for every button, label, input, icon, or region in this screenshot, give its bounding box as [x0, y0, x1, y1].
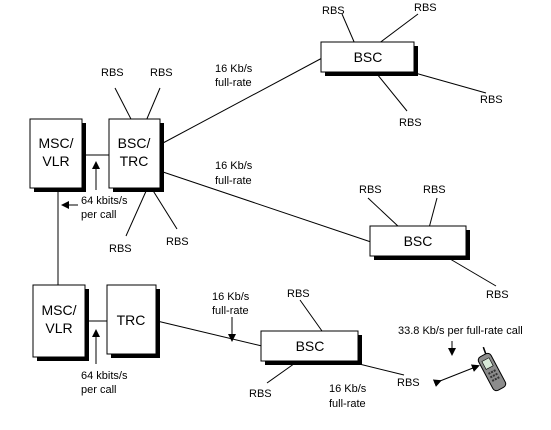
node-label: VLR [45, 320, 72, 336]
rate-label: 16 Kb/s [329, 383, 367, 395]
rbs-label: RBS [150, 67, 173, 79]
rate-label: full-rate [215, 175, 252, 187]
node-label: BSC [404, 233, 433, 249]
rbs-label: RBS [397, 377, 420, 389]
rbs-label: RBS [414, 2, 437, 14]
msc-vlr-bottom-box: MSC/ VLR [32, 284, 89, 361]
rbs-label: RBS [399, 117, 422, 129]
rbs-link [428, 197, 438, 229]
rbs-link [114, 87, 133, 122]
rbs-link [341, 13, 356, 45]
node-label: MSC/ [39, 135, 74, 151]
rbs-label: RBS [166, 236, 189, 248]
rbs-labels: RBS RBS RBS RBS RBS RBS RBS RBS RBS RBS … [101, 2, 509, 400]
rbs-link [367, 197, 401, 229]
bsc-trc-box: BSC/ TRC [108, 118, 164, 192]
bsc-bottom-box: BSC [260, 330, 362, 365]
rbs-label: RBS [480, 94, 503, 106]
rate-label: 64 kbits/s [81, 195, 128, 207]
rbs-label: RBS [359, 184, 382, 196]
node-label: MSC/ [42, 302, 77, 318]
rate-label: per call [81, 384, 116, 396]
rbs-label: RBS [486, 289, 509, 301]
node-label: TRC [117, 312, 146, 328]
link-bsctrc-bsc-mid [162, 171, 372, 243]
rate-label: 16 Kb/s [215, 160, 253, 172]
mobile-rate-label: 33.8 Kb/s per full-rate call [398, 325, 523, 337]
trc-box: TRC [106, 284, 160, 358]
node-label: VLR [42, 153, 69, 169]
rbs-link [125, 188, 148, 237]
rate-label: full-rate [215, 77, 252, 89]
rbs-label: RBS [423, 184, 446, 196]
rbs-label: RBS [287, 288, 310, 300]
arrows [61, 161, 480, 387]
rate-label: 16 Kb/s [212, 291, 250, 303]
rate-label: full-rate [212, 305, 249, 317]
node-label: BSC [354, 49, 383, 65]
rbs-label: RBS [322, 5, 345, 17]
rbs-link [376, 73, 408, 112]
rbs-link [414, 72, 487, 94]
bsc-top-box: BSC [320, 41, 418, 76]
rbs-link [145, 87, 161, 122]
rbs-label: RBS [109, 243, 132, 255]
rate-label: per call [81, 209, 116, 221]
link-trc-bsc-bottom [156, 320, 263, 347]
rate-label: full-rate [329, 398, 366, 410]
rate-label: 16 Kb/s [215, 63, 253, 75]
rbs-link [299, 299, 323, 332]
mobile-phone-icon [477, 346, 507, 392]
msc-vlr-top-box: MSC/ VLR [29, 118, 86, 192]
radio-link-arrow-icon [432, 364, 480, 387]
rbs-link [151, 188, 178, 230]
rate-label: 64 kbits/s [81, 370, 128, 382]
rbs-link [444, 255, 497, 287]
node-label: BSC/ [118, 135, 151, 151]
link-bsctrc-bsc-top [162, 56, 325, 144]
rbs-label: RBS [249, 388, 272, 400]
node-label: TRC [120, 153, 149, 169]
rate-labels: 16 Kb/s full-rate 16 Kb/s full-rate 16 K… [81, 63, 523, 410]
node-label: BSC [296, 338, 325, 354]
rbs-link [377, 13, 419, 45]
rbs-label: RBS [101, 67, 124, 79]
bsc-mid-box: BSC [369, 225, 470, 260]
links [57, 13, 497, 384]
